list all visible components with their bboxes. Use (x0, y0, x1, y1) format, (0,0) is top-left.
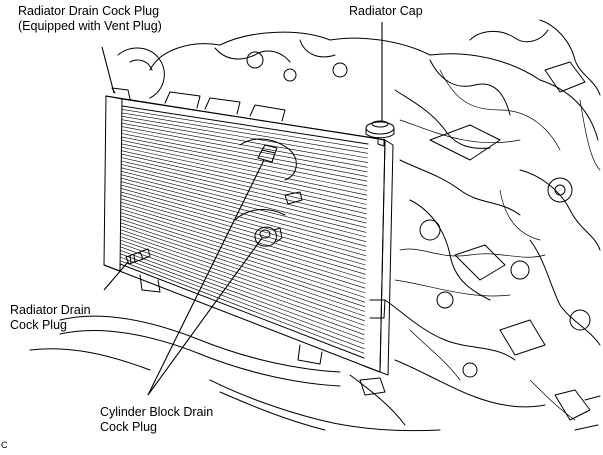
radiator-fin-line (120, 229, 365, 312)
pipe-behind-radiator (234, 209, 286, 221)
radiator-fin-line (121, 126, 368, 173)
label-cylinder-line1: Cylinder Block Drain (100, 405, 214, 419)
radiator-fin-line (121, 116, 368, 159)
radiator-fin-line (120, 201, 366, 275)
leader-vent-plug (101, 46, 115, 94)
radiator-fin-line (121, 129, 368, 177)
radiator-fin-line (121, 143, 368, 196)
radiator-fin-line (121, 112, 368, 154)
radiator-fin-line (120, 222, 366, 303)
leader-cylinder-upper (147, 159, 265, 396)
radiator-fin-line (121, 167, 367, 228)
radiator-cap-shape (365, 120, 395, 147)
radiator-fin-line (120, 208, 366, 284)
radiator-fin-line (120, 195, 366, 266)
radiator-fin-line (120, 236, 365, 322)
radiator-fin-line (120, 219, 366, 298)
radiator-fin-line (120, 246, 365, 335)
radiator-fin-line (119, 260, 365, 354)
corner-code: C (1, 440, 8, 450)
label-cylinder-block-drain-cock-plug: Cylinder Block Drain Cock Plug (100, 405, 213, 435)
radiator-fin-line (120, 184, 367, 252)
radiator-fin-line (120, 239, 365, 326)
label-radiator-drain-cock-plug: Radiator Drain Cock Plug (10, 303, 91, 333)
radiator-fin-line (121, 177, 367, 242)
radiator-fin-line (121, 119, 368, 163)
radiator-fin-line (119, 253, 365, 345)
label-vent-line1: Radiator Drain Cock Plug (18, 4, 160, 18)
label-drain-line2: Cock Plug (10, 318, 67, 332)
leader-cylinder-lower (147, 237, 263, 396)
radiator-fin-line (121, 164, 367, 224)
radiator-fin-line (121, 150, 367, 205)
label-cylinder-line2: Cock Plug (100, 420, 157, 434)
leader-radiator-drain (103, 261, 129, 291)
radiator-fin-line (120, 225, 366, 308)
leader-lines (101, 22, 383, 396)
radiator-fin-line (121, 157, 367, 215)
label-radiator-cap: Radiator Cap (349, 4, 423, 18)
radiator-fin-line (120, 205, 366, 280)
label-radiator-drain-cock-plug-vent: Radiator Drain Cock Plug (Equipped with … (18, 4, 162, 34)
radiator-fin-line (121, 122, 368, 168)
radiator-fin-line (121, 174, 367, 238)
radiator-fins (119, 109, 368, 354)
radiator-fin-line (120, 212, 366, 289)
radiator-fin-line (120, 198, 366, 270)
radiator-fin-line (120, 215, 366, 294)
radiator-fin-line (120, 250, 365, 340)
radiator-fin-line (120, 232, 365, 317)
cylinder-block-drain-plug-upper (257, 144, 278, 163)
label-vent-line2: (Equipped with Vent Plug) (18, 19, 162, 33)
bracket-behind-radiator (284, 191, 303, 205)
radiator-core (103, 87, 394, 376)
radiator-fin-line (120, 191, 366, 261)
radiator-fin-line (121, 160, 367, 219)
radiator-fin-line (121, 146, 368, 201)
hose-behind-radiator (239, 138, 297, 181)
radiator-fin-line (120, 243, 365, 331)
cylinder-block-drain-plug-lower (254, 226, 283, 247)
label-drain-line1: Radiator Drain (10, 303, 91, 317)
radiator-fin-line (121, 109, 368, 149)
radiator-fin-line (120, 188, 366, 256)
radiator-fin-line (121, 140, 368, 191)
radiator-fin-line (121, 133, 368, 182)
radiator-drain-cock-plug (125, 248, 151, 265)
radiator-fin-line (121, 153, 367, 210)
engine-block-lines (29, 19, 601, 432)
radiator-fin-line (119, 256, 365, 349)
radiator-fin-line (121, 136, 368, 187)
